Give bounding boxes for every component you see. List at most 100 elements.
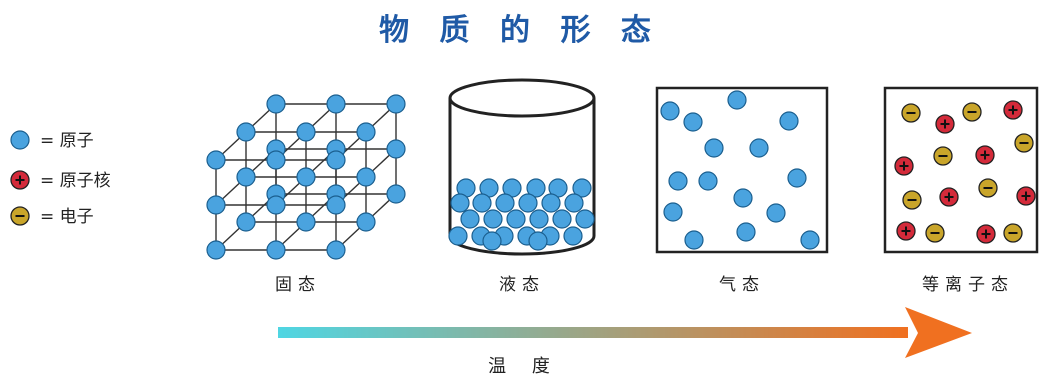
plasma-particles: [894, 100, 1036, 244]
nucleus: [10, 170, 30, 190]
atom: [296, 167, 316, 187]
atom: [386, 94, 406, 114]
atom: [326, 240, 346, 260]
plus-icon: [980, 150, 990, 160]
atom: [472, 193, 492, 213]
atom: [766, 203, 786, 223]
atom: [736, 222, 756, 242]
atom: [483, 209, 503, 229]
electron: [902, 190, 922, 210]
atom: [10, 130, 30, 150]
atom: [326, 94, 346, 114]
nucleus: [939, 187, 959, 207]
atom: [460, 209, 480, 229]
liquid-label: 液态: [499, 275, 545, 295]
atom: [529, 209, 549, 229]
legend-atom-symbol: [10, 130, 30, 150]
atom: [356, 212, 376, 232]
gas-label: 气态: [719, 275, 765, 295]
atom: [266, 240, 286, 260]
legend-nucleus-symbol: [10, 170, 30, 190]
atom: [528, 231, 548, 251]
atom: [356, 122, 376, 142]
nucleus: [1003, 100, 1023, 120]
atom: [552, 209, 572, 229]
gas-atoms: [660, 90, 820, 250]
atom: [296, 212, 316, 232]
plus-icon: [1008, 105, 1018, 115]
atom: [526, 178, 546, 198]
atom: [482, 231, 502, 251]
atom: [236, 122, 256, 142]
atom: [296, 122, 316, 142]
atom: [206, 240, 226, 260]
electron: [1014, 133, 1034, 153]
plasma-box: [883, 86, 1039, 254]
atom: [575, 209, 595, 229]
atom: [356, 167, 376, 187]
atom: [787, 168, 807, 188]
atom: [266, 94, 286, 114]
atom: [236, 212, 256, 232]
plus-icon: [899, 161, 909, 171]
legend-electron-label: = 电子: [40, 207, 94, 227]
atom: [236, 167, 256, 187]
electron: [10, 206, 30, 226]
gas-box: [655, 86, 829, 254]
atom: [779, 111, 799, 131]
legend-atom-label: = 原子: [40, 131, 94, 151]
atom: [266, 195, 286, 215]
legend-nucleus-label: = 原子核: [40, 171, 111, 191]
plus-icon: [981, 229, 991, 239]
electron: [925, 223, 945, 243]
nucleus: [975, 145, 995, 165]
diagram-title: 物 质 的 形 态: [379, 13, 661, 48]
nucleus: [894, 156, 914, 176]
electron: [901, 103, 921, 123]
arrow-head: [905, 307, 972, 358]
electron: [978, 178, 998, 198]
atom: [450, 193, 470, 213]
atom: [206, 195, 226, 215]
solid-label: 固态: [275, 275, 321, 295]
atom: [800, 230, 820, 250]
atom: [733, 188, 753, 208]
atom: [506, 209, 526, 229]
atom: [698, 171, 718, 191]
solid-panel: 固态: [206, 94, 406, 295]
temperature-label: 温 度: [488, 356, 560, 376]
atom: [386, 139, 406, 159]
beaker-rim: [448, 78, 596, 118]
atom: [386, 184, 406, 204]
atom: [541, 193, 561, 213]
liquid-atoms: [448, 178, 595, 251]
atom: [704, 138, 724, 158]
plasma-panel: 等离子态: [883, 86, 1039, 295]
atom: [727, 90, 747, 110]
plus-icon: [940, 119, 950, 129]
nucleus: [976, 224, 996, 244]
electron: [933, 146, 953, 166]
atom: [684, 230, 704, 250]
atom: [326, 195, 346, 215]
atom: [572, 178, 592, 198]
plus-icon: [901, 226, 911, 236]
atom: [266, 150, 286, 170]
atom: [206, 150, 226, 170]
liquid-panel: 液态: [448, 78, 596, 295]
legend: = 原子 = 原子核 = 电子: [10, 130, 111, 227]
plus-icon: [944, 192, 954, 202]
atom: [663, 202, 683, 222]
nucleus: [896, 221, 916, 241]
gas-panel: 气态: [655, 86, 829, 295]
nucleus: [1016, 186, 1036, 206]
plus-icon: [1021, 191, 1031, 201]
atom: [326, 150, 346, 170]
atom: [563, 226, 583, 246]
atom: [564, 193, 584, 213]
atom: [495, 193, 515, 213]
plus-icon: [15, 175, 25, 185]
legend-electron-symbol: [10, 206, 30, 226]
electron: [962, 102, 982, 122]
